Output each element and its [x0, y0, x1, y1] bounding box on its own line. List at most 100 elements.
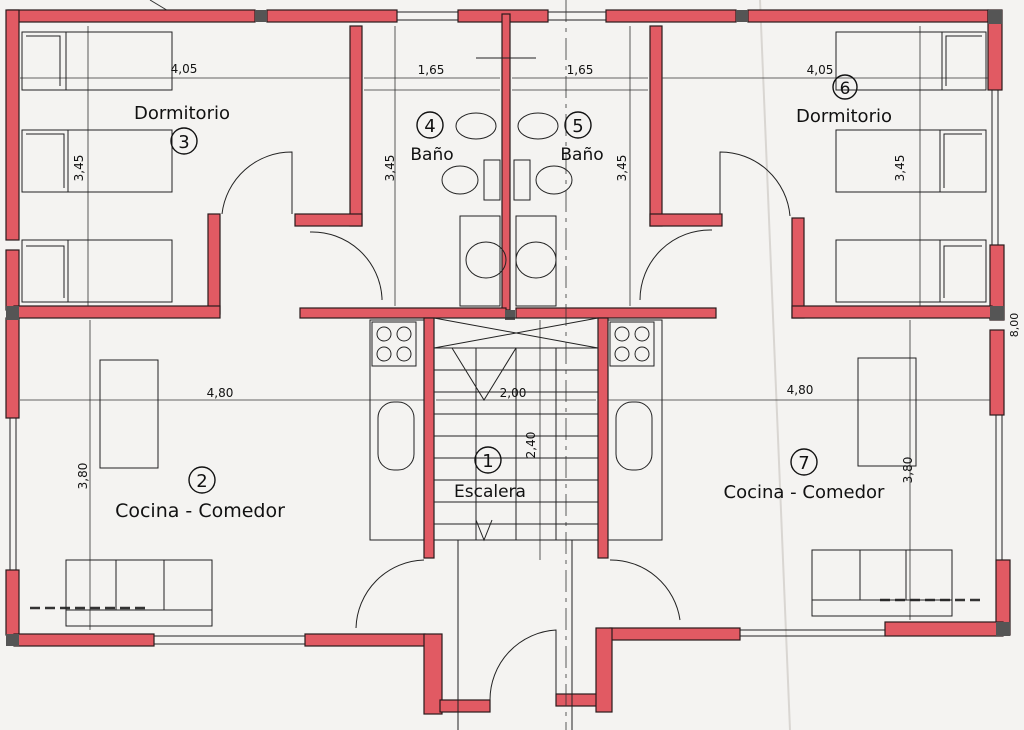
column-mark — [6, 306, 19, 320]
wall-bottom-right — [609, 627, 741, 641]
room-number-3: 3 — [178, 132, 189, 153]
room-number-2: 2 — [196, 471, 207, 492]
wall-bottom-left — [13, 633, 155, 647]
dim-bano-4-width: 1,65 — [418, 63, 445, 77]
bed — [835, 129, 987, 193]
wall-left-top — [5, 9, 20, 241]
bed — [835, 31, 987, 91]
dim-cocina-7-depth: 3,80 — [901, 457, 915, 484]
counter — [369, 319, 425, 541]
column-marks — [6, 10, 1010, 646]
bed — [21, 31, 173, 91]
wall-bottom-right-2 — [884, 621, 1004, 637]
room-marker — [188, 466, 216, 494]
walls — [5, 9, 1011, 715]
sink — [377, 401, 415, 471]
wall-dorm6-closet — [649, 213, 723, 227]
door-dorm6 — [719, 151, 791, 217]
column-mark — [988, 10, 1002, 24]
edge-dimension: 8,00 — [1008, 313, 1021, 338]
room-number-7: 7 — [798, 453, 809, 474]
room-number-6: 6 — [840, 79, 851, 99]
room-names: Escalera Cocina - Comedor Dormitorio Bañ… — [115, 103, 892, 522]
wall-stair-top-right — [515, 307, 717, 319]
wall-top-right-2 — [747, 9, 989, 23]
wall-right-mid2 — [989, 329, 1005, 416]
room-name-dormitorio-6: Dormitorio — [796, 106, 892, 127]
room-name-cocina-comedor-2: Cocina - Comedor — [115, 500, 285, 522]
wall-entry-left — [423, 633, 443, 715]
bed — [21, 129, 173, 193]
dim-dorm-3-width: 4,05 — [171, 62, 198, 76]
wall-left-bottom — [5, 569, 20, 636]
dim-escalera-width: 2,00 — [500, 386, 527, 400]
dim-dorm-6-depth: 3,45 — [893, 155, 907, 182]
room-marker — [790, 448, 818, 476]
room-name-escalera: Escalera — [454, 482, 526, 502]
basin — [465, 241, 507, 279]
wall-entry-right — [595, 627, 613, 713]
wall-dorm6-bottom — [791, 305, 993, 319]
dim-dorm-6-width: 4,05 — [807, 63, 834, 77]
room-number-1: 1 — [482, 451, 493, 472]
wall-top-left-2 — [266, 9, 398, 23]
room-number-5: 5 — [572, 116, 583, 137]
column-mark — [996, 622, 1010, 636]
door-kitchen2 — [355, 559, 425, 629]
bath-fixtures — [441, 57, 573, 307]
door-entry — [489, 629, 557, 701]
wall-top-left — [7, 9, 256, 23]
wall-dorm3-closet — [294, 213, 363, 227]
wall-left-mid — [5, 249, 20, 311]
table — [857, 357, 917, 467]
door-bath5 — [639, 229, 713, 301]
wall-bottom-left-2 — [304, 633, 426, 647]
windows — [9, 11, 1003, 645]
wall-dorm3-door-side — [207, 213, 221, 315]
beds-dorm3 — [21, 31, 173, 303]
sofa — [811, 549, 953, 617]
wall-dorm3-right — [349, 25, 363, 227]
kitchen-left — [65, 319, 425, 627]
dim-escalera-length: 2,40 — [524, 432, 538, 459]
wall-stair-right — [597, 317, 609, 559]
wall-top-right — [605, 9, 737, 23]
room-number-4: 4 — [424, 116, 435, 137]
bed — [835, 239, 987, 303]
room-marker — [474, 446, 502, 474]
toilet-tank — [513, 159, 531, 201]
staircase — [433, 317, 599, 730]
room-name-bano-5: Baño — [560, 145, 603, 165]
dim-bano-4-depth: 3,45 — [383, 155, 397, 182]
wall-stair-top-left — [299, 307, 507, 319]
wall-entry-left-bottom — [439, 699, 491, 713]
toilet-tank — [483, 159, 501, 201]
dimension-labels: 2,00 2,40 4,80 3,80 4,05 3,45 1,65 3,45 … — [72, 62, 1021, 489]
wall-dorm3-bottom — [13, 305, 221, 319]
room-name-dormitorio-3: Dormitorio — [134, 103, 230, 124]
dim-bano-5-depth: 3,45 — [615, 155, 629, 182]
room-marker — [416, 111, 444, 139]
column-mark — [736, 10, 748, 22]
column-mark — [990, 306, 1004, 320]
dim-cocina-7-width: 4,80 — [787, 383, 814, 397]
wall-dorm6-left — [649, 25, 663, 227]
stove — [609, 321, 655, 367]
basin — [515, 241, 557, 279]
dim-bano-5-width: 1,65 — [567, 63, 594, 77]
table — [99, 359, 159, 469]
dim-cocina-2-depth: 3,80 — [76, 463, 90, 490]
bidet — [455, 112, 497, 140]
shower — [459, 215, 501, 307]
beds-dorm6 — [835, 31, 987, 303]
toilet — [535, 165, 573, 195]
room-number-markers: 1 2 3 4 5 6 7 — [170, 74, 858, 494]
door-dorm3 — [221, 151, 293, 215]
kitchen-right — [607, 319, 953, 617]
room-marker — [564, 111, 592, 139]
toilet — [441, 165, 479, 195]
column-mark — [6, 634, 19, 646]
counter — [607, 319, 663, 541]
room-marker — [170, 127, 198, 155]
